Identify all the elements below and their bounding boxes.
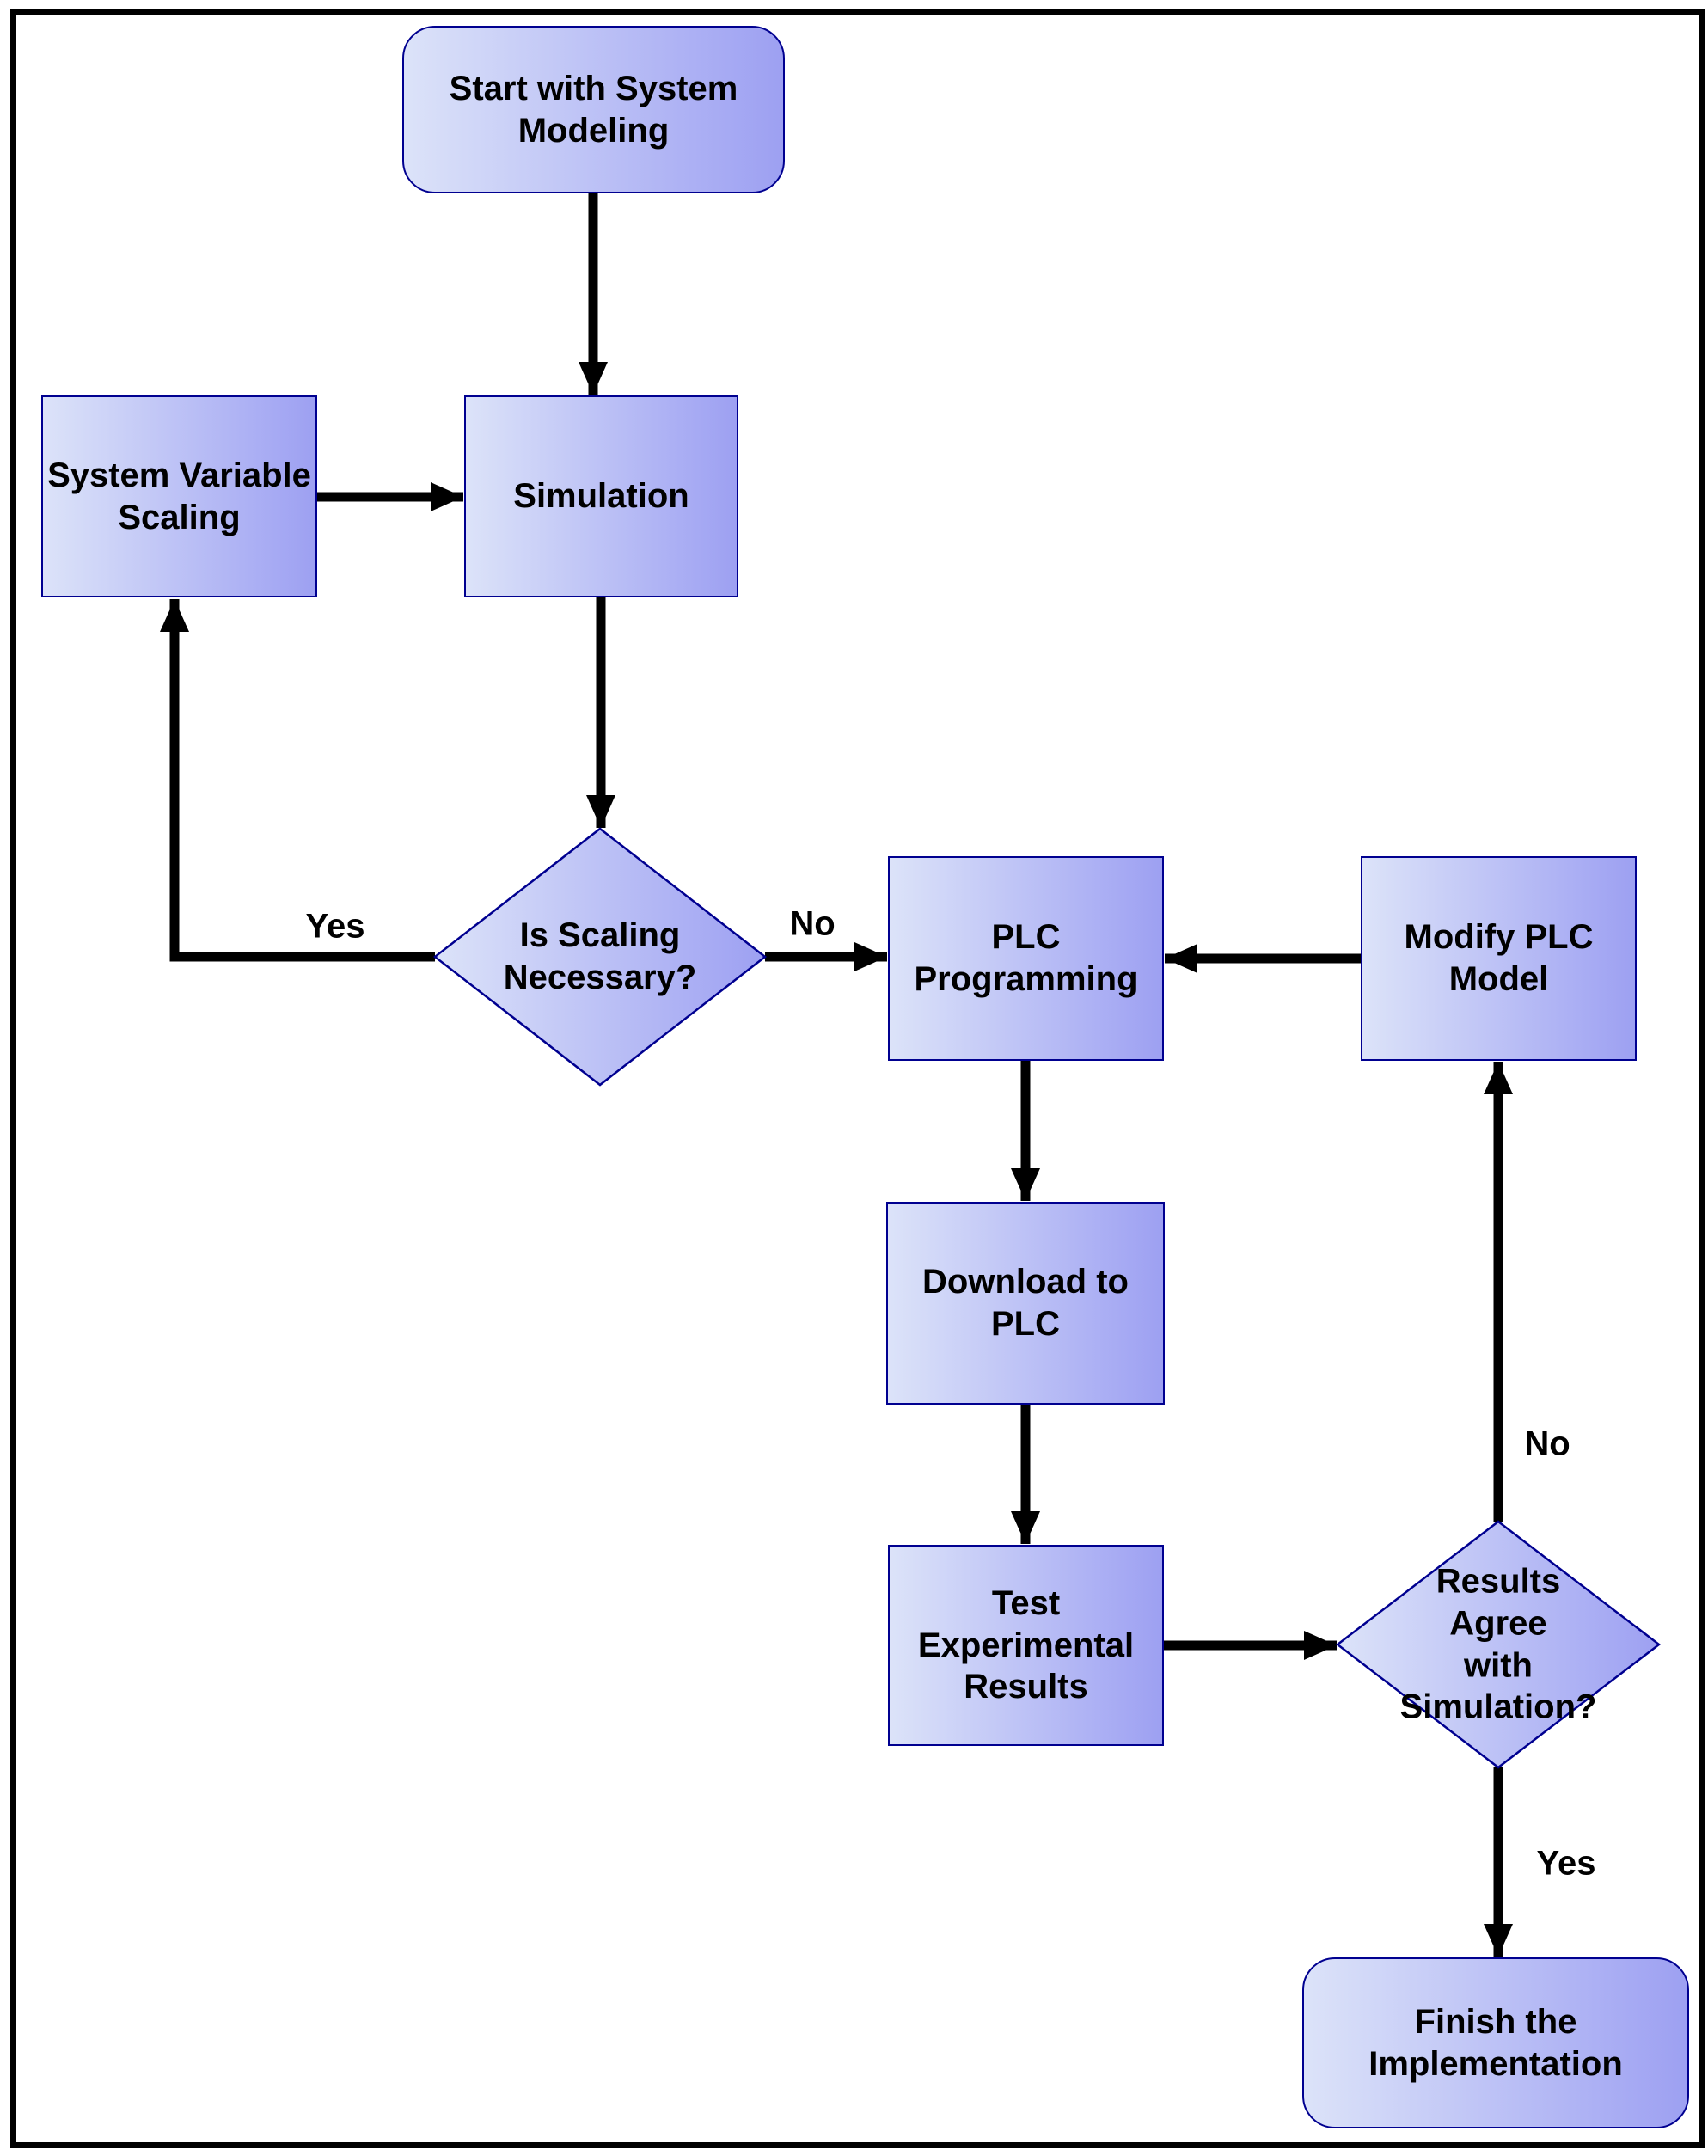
node-finish: Finish the Implementation	[1302, 1957, 1689, 2128]
edge-label-no-scaling: No	[789, 904, 836, 943]
node-simulation-label: Simulation	[513, 477, 689, 516]
node-modify-plc-model-label: Modify PLC Model	[1404, 918, 1594, 998]
node-test-experimental-results: Test Experimental Results	[888, 1545, 1164, 1746]
node-plc-programming-label: PLC Programming	[914, 918, 1138, 998]
decision-is-scaling-shape	[432, 827, 768, 1087]
edge-label-yes-scaling: Yes	[305, 907, 365, 946]
node-system-variable-scaling-label: System Variable Scaling	[47, 456, 311, 536]
decision-is-scaling-label: Is Scaling Necessary?	[503, 916, 697, 996]
node-start-label: Start with System Modeling	[449, 69, 738, 150]
decision-results-agree-shape	[1335, 1520, 1662, 1769]
node-system-variable-scaling: System Variable Scaling	[41, 395, 317, 597]
node-start: Start with System Modeling	[402, 26, 785, 193]
node-simulation: Simulation	[464, 395, 738, 597]
edge-decision-yes-to-scaling	[160, 599, 435, 962]
node-modify-plc-model: Modify PLC Model	[1361, 856, 1637, 1061]
edge-label-yes-results: Yes	[1536, 1844, 1596, 1883]
node-download-to-plc: Download to PLC	[886, 1202, 1165, 1405]
node-download-to-plc-label: Download to PLC	[922, 1263, 1129, 1343]
node-finish-label: Finish the Implementation	[1368, 2002, 1623, 2083]
page-border	[10, 9, 1705, 2148]
node-plc-programming: PLC Programming	[888, 856, 1164, 1061]
decision-results-agree-label: Results Agree with Simulation?	[1399, 1562, 1597, 1726]
edge-label-no-results: No	[1524, 1424, 1570, 1463]
node-test-experimental-results-label: Test Experimental Results	[917, 1583, 1135, 1706]
